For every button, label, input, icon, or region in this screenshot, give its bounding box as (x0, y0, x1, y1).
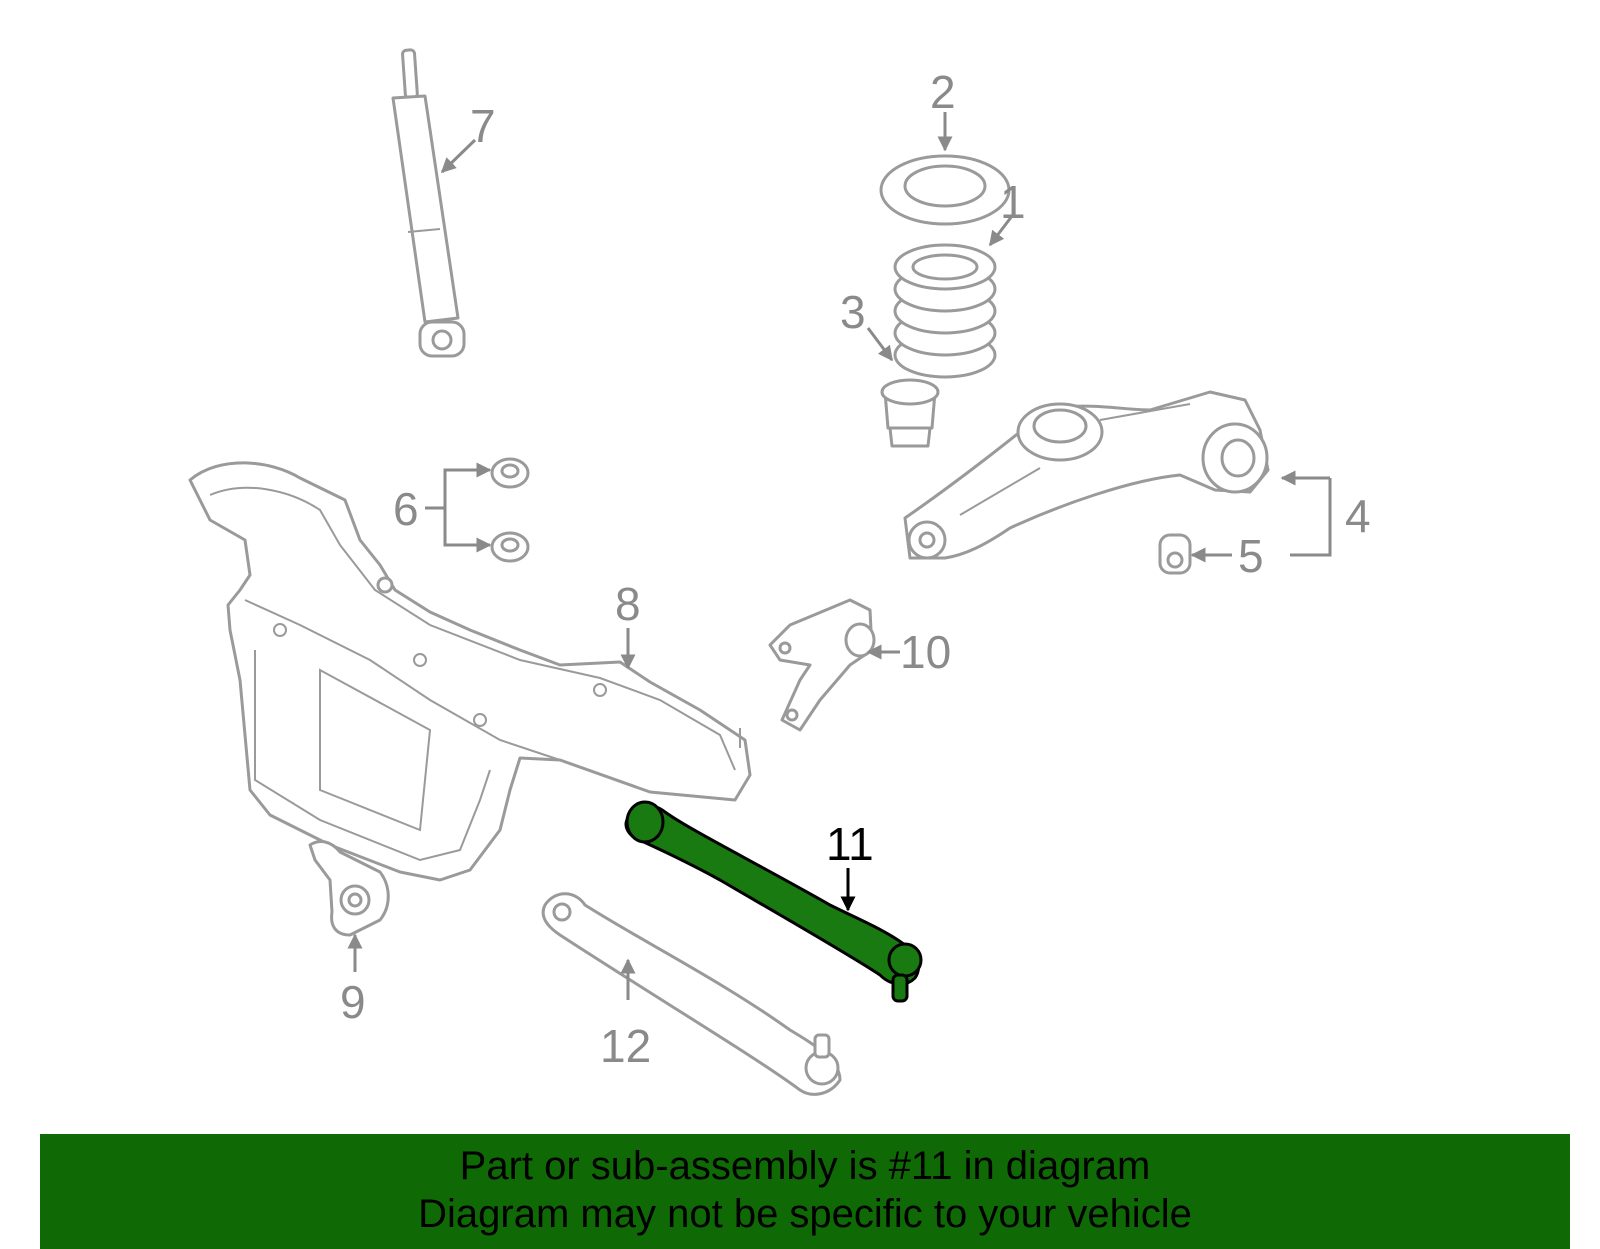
lateral-link-part[interactable] (541, 892, 842, 1096)
callout-10: 10 (900, 626, 951, 678)
shock-absorber-part[interactable] (391, 48, 466, 358)
spring-insulator-part[interactable] (879, 154, 1011, 226)
callout-1: 1 (1000, 176, 1026, 228)
bump-stop-part[interactable] (880, 378, 940, 448)
callout-9: 9 (340, 976, 366, 1028)
rear-bracket-part[interactable] (308, 840, 390, 937)
lower-control-arm-part[interactable] (903, 390, 1270, 560)
callout-2: 2 (930, 66, 956, 118)
highlighted-arm-part[interactable] (624, 800, 923, 1003)
banner-line-part-number: Part or sub-assembly is #11 in diagram (459, 1144, 1151, 1188)
callout-8: 8 (615, 578, 641, 630)
callout-12: 12 (600, 1020, 651, 1072)
callout-3: 3 (840, 286, 866, 338)
callout-7: 7 (470, 100, 496, 152)
crossmember-part[interactable] (188, 461, 752, 882)
callout-leaders (347, 112, 1332, 1000)
callout-5: 5 (1238, 530, 1264, 582)
callout-11: 11 (826, 818, 874, 870)
mounting-bracket-part[interactable] (768, 598, 876, 732)
coil-spring-part[interactable] (893, 243, 997, 379)
info-banner: Part or sub-assembly is #11 in diagram D… (40, 1134, 1570, 1249)
arm-bushing-part[interactable] (1158, 533, 1192, 575)
callout-6: 6 (393, 483, 419, 535)
banner-line-disclaimer: Diagram may not be specific to your vehi… (418, 1192, 1192, 1236)
callout-4: 4 (1345, 490, 1371, 542)
mount-bushing-part[interactable] (490, 457, 530, 563)
